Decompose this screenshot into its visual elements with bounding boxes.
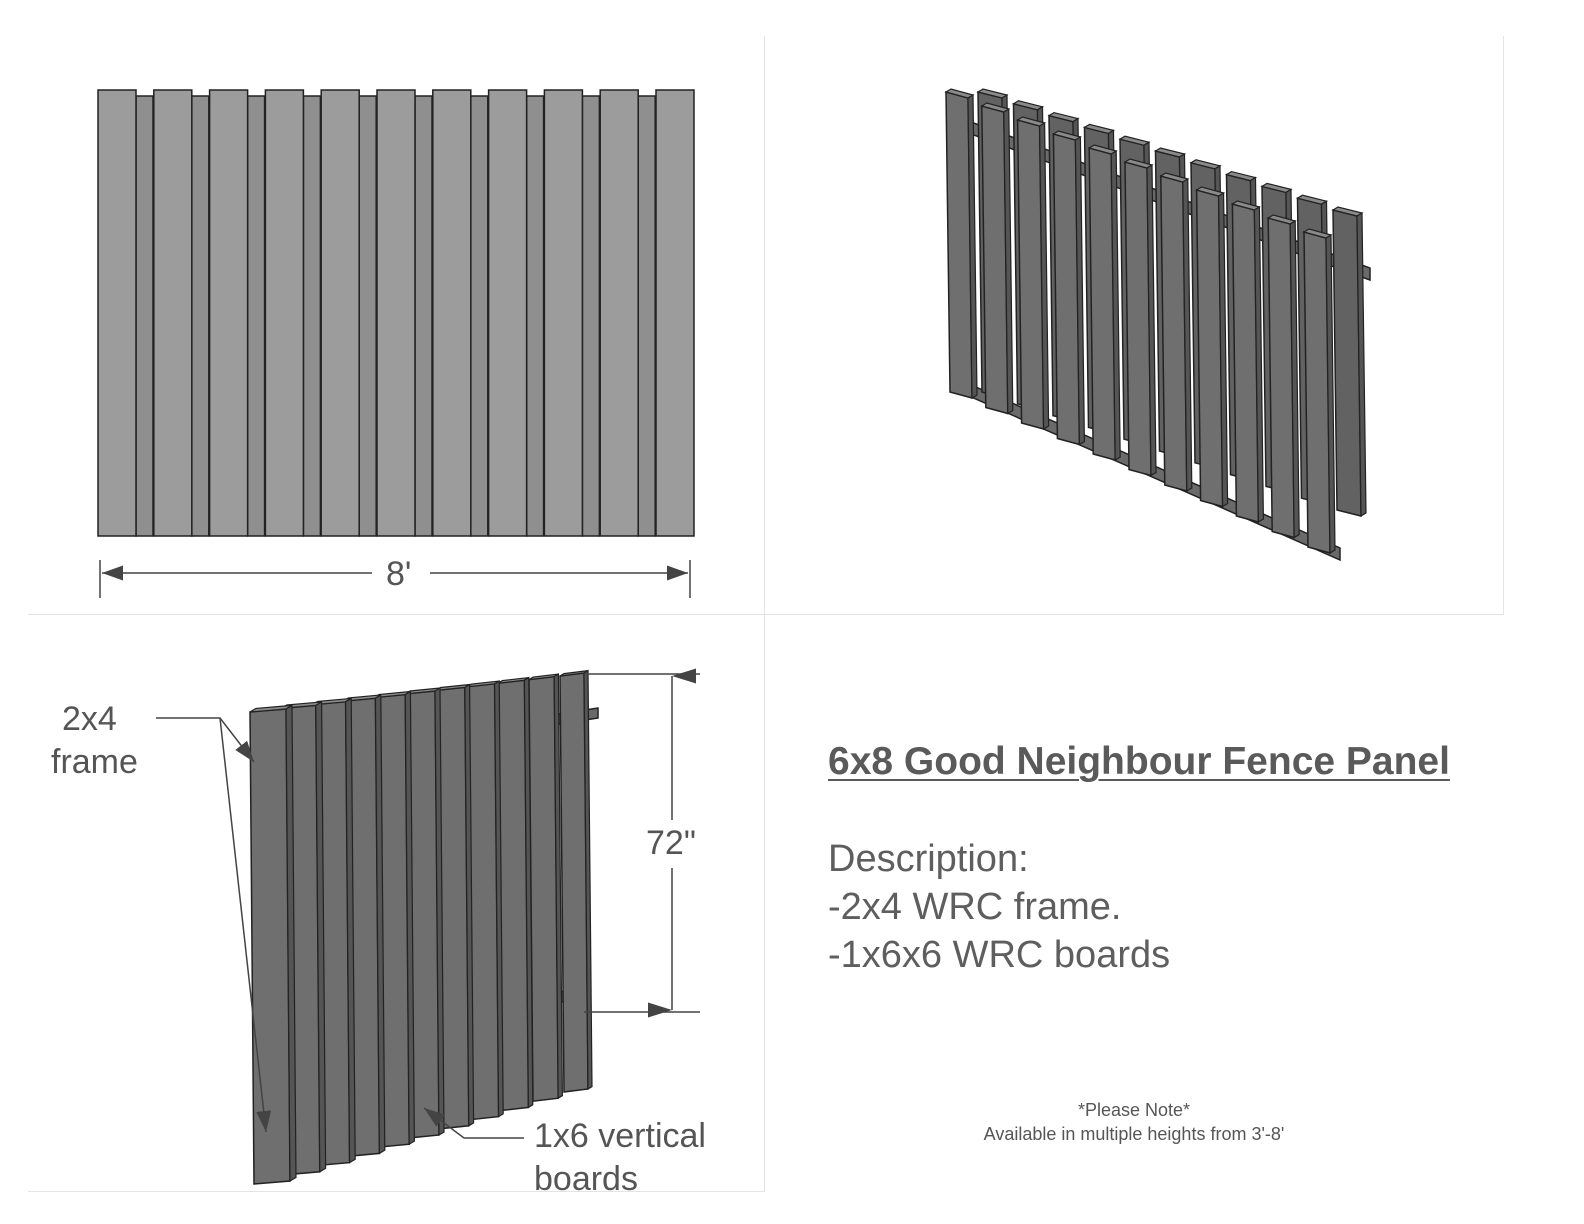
front-width-label: 8' bbox=[386, 555, 412, 593]
front-board bbox=[97, 89, 137, 537]
iso-board bbox=[528, 675, 559, 1103]
iso-right-fence bbox=[944, 88, 1371, 562]
iso-board-side bbox=[285, 704, 297, 1183]
iso-board-side bbox=[1003, 107, 1014, 415]
iso-board-side bbox=[1074, 135, 1086, 446]
frame-callout-line-2 bbox=[219, 717, 272, 1133]
front-board bbox=[599, 89, 639, 537]
iso-board-side bbox=[434, 686, 445, 1137]
iso-board-side bbox=[553, 673, 564, 1100]
iso-board-side bbox=[1356, 211, 1367, 518]
iso-board-side bbox=[1182, 177, 1193, 493]
height-label: 72" bbox=[646, 824, 696, 862]
description-line-frame: -2x4 WRC frame. bbox=[828, 886, 1122, 928]
front-board bbox=[208, 89, 249, 537]
panel-divider-right-edge bbox=[1503, 36, 1504, 614]
frame-callout-label-1: 2x4 bbox=[62, 700, 117, 738]
iso-board-side bbox=[404, 690, 416, 1146]
description-heading: Description: bbox=[828, 838, 1029, 880]
note-text: Available in multiple heights from 3'-8' bbox=[983, 1124, 1285, 1144]
product-title: 6x8 Good Neighbour Fence Panel bbox=[828, 740, 1450, 783]
front-board bbox=[655, 89, 695, 537]
iso-board-side bbox=[1038, 121, 1050, 431]
panel-divider-bottom-edge bbox=[28, 1191, 765, 1192]
iso-board-side bbox=[464, 683, 475, 1127]
iso-board-side bbox=[315, 700, 327, 1173]
iso-board-side bbox=[374, 693, 386, 1155]
front-boards bbox=[97, 89, 695, 537]
iso-board-side bbox=[967, 93, 978, 400]
iso-board-side bbox=[1253, 205, 1265, 524]
iso-board bbox=[559, 672, 589, 1093]
iso-board-side bbox=[493, 679, 504, 1118]
front-view-drawing bbox=[97, 89, 695, 598]
front-board bbox=[153, 89, 193, 537]
iso-board-side bbox=[1110, 149, 1121, 462]
iso-left-drawing bbox=[156, 668, 700, 1185]
front-board bbox=[543, 89, 584, 537]
iso-left-fence bbox=[249, 669, 599, 1185]
front-board bbox=[376, 89, 416, 537]
iso-board-side bbox=[523, 676, 534, 1109]
front-board bbox=[487, 89, 528, 537]
iso-board-side bbox=[1325, 233, 1336, 555]
iso-right-drawing bbox=[944, 88, 1371, 562]
iso-board bbox=[1332, 209, 1362, 517]
boards-callout-label-2: boards bbox=[534, 1160, 638, 1198]
iso-board-side bbox=[583, 669, 593, 1091]
note-title: *Please Note* bbox=[1077, 1100, 1191, 1120]
iso-board bbox=[249, 708, 291, 1185]
description-line-boards: -1x6x6 WRC boards bbox=[828, 934, 1171, 976]
iso-board-side bbox=[344, 697, 356, 1164]
iso-board-side bbox=[1146, 163, 1157, 477]
panel-divider-horizontal bbox=[28, 614, 1504, 615]
front-board bbox=[432, 89, 472, 537]
frame-callout-line bbox=[156, 717, 255, 763]
front-board bbox=[320, 89, 360, 537]
iso-board-side bbox=[1289, 219, 1300, 539]
iso-board-side bbox=[1217, 191, 1229, 508]
front-board bbox=[264, 89, 305, 537]
frame-callout-label-2: frame bbox=[51, 743, 138, 781]
boards-callout-line bbox=[423, 1107, 524, 1139]
boards-callout-label-1: 1x6 vertical bbox=[534, 1117, 706, 1155]
